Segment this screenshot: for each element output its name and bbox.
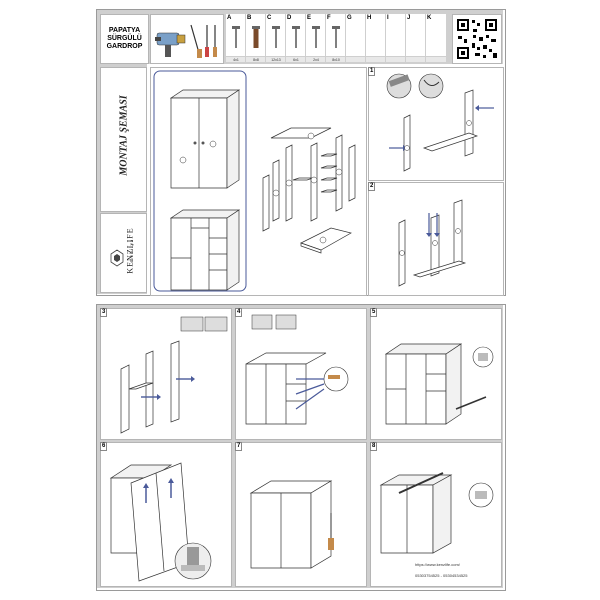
product-title: PAPATYA SÜRGÜLÜ GARDROP (100, 14, 149, 64)
part-letter: A (227, 15, 232, 21)
part-qty: 12x13 (271, 58, 281, 62)
sheet-bottom: 3 4 (96, 304, 506, 591)
step-4-label: 4 (235, 308, 243, 317)
part-qty: 4x1 (233, 58, 239, 62)
hardware-icon (426, 24, 446, 54)
step-5-label: 5 (370, 308, 378, 317)
part-qty: 2x4 (313, 58, 319, 62)
part-qty-bar (406, 56, 426, 62)
step-3-drawing (120, 316, 228, 434)
brand-box: KENZLIFE mobilya (100, 213, 147, 293)
step-8-panel: 8 (370, 442, 502, 587)
step-1-label: 1 (368, 67, 376, 76)
part-column-j: J (405, 14, 426, 62)
hardware-icon (312, 26, 320, 48)
part-column-f: F 8x10 (325, 14, 346, 62)
footer-phone: 05303754525 - 05304534525 (415, 573, 468, 578)
step-1-panel: 1 (368, 67, 504, 181)
sheet-top: PAPATYA SÜRGÜLÜ GARDROP A 4x1 B 8x8 C 12x13 D 6… (96, 9, 506, 296)
hardware-icon (366, 24, 386, 54)
part-letter: J (407, 15, 411, 21)
part-qty-bar (266, 56, 286, 62)
part-qty-bar (226, 56, 246, 62)
part-letter: E (307, 15, 312, 21)
step-8-label: 8 (370, 442, 378, 451)
qr-code (452, 14, 502, 64)
part-letter: I (387, 15, 389, 21)
part-qty-bar (386, 56, 406, 62)
hardware-icon (272, 26, 280, 48)
part-qty-bar (306, 56, 326, 62)
hardware-icon (346, 24, 366, 54)
step-2-label: 2 (368, 182, 376, 191)
hardware-icon (252, 26, 260, 48)
hardware-icon (406, 24, 426, 54)
part-column-a: A 4x1 (225, 14, 246, 62)
exploded-view (262, 127, 356, 254)
step-6-drawing (109, 462, 212, 582)
part-column-k: K (425, 14, 446, 62)
part-column-i: I (385, 14, 406, 62)
step-8-drawing (379, 472, 494, 554)
part-column-d: D 6x1 (285, 14, 306, 62)
part-qty: 8x8 (253, 58, 259, 62)
tools-box (150, 14, 224, 64)
part-column-c: C 12x13 (265, 14, 286, 62)
part-letter: H (367, 15, 372, 21)
step-6-panel: 6 (100, 442, 232, 587)
part-letter: C (267, 15, 272, 21)
step-5-panel: 5 (370, 308, 502, 440)
step-1-drawing (386, 73, 494, 172)
step-3-label: 3 (100, 308, 108, 317)
step-3-panel: 3 (100, 308, 232, 440)
part-qty: 8x10 (332, 58, 340, 62)
part-qty-bar (366, 56, 386, 62)
sidebar-title: MONTAJ ŞEMASI (118, 95, 130, 176)
part-column-h: H (365, 14, 386, 62)
step-6-label: 6 (100, 442, 108, 451)
overview-panel (150, 67, 367, 296)
part-qty-bar (426, 56, 446, 62)
part-qty-bar (346, 56, 366, 62)
step-2-panel: 2 (368, 182, 504, 296)
part-qty-bar (246, 56, 266, 62)
sidebar-title-box: MONTAJ ŞEMASI (100, 67, 147, 212)
step-4-panel: 4 (235, 308, 367, 440)
part-qty-bar (326, 56, 346, 62)
step-5-drawing (384, 343, 494, 425)
qr-graphic (457, 19, 497, 59)
hardware-icon (232, 26, 240, 48)
brand-sub: mobilya (130, 238, 136, 263)
brand-logo-icon (110, 249, 124, 267)
part-qty: 6x1 (293, 58, 299, 62)
step-2-drawing (398, 199, 467, 287)
hardware-icon (292, 26, 300, 48)
part-letter: D (287, 15, 292, 21)
hardware-icon (386, 24, 406, 54)
part-letter: B (247, 15, 252, 21)
hardware-icon (332, 26, 340, 48)
part-column-e: E 2x4 (305, 14, 326, 62)
step-7-drawing (249, 480, 334, 569)
part-letter: K (427, 15, 432, 21)
part-letter: G (347, 15, 352, 21)
overview-drawing (153, 70, 356, 292)
step-7-panel: 7 (235, 442, 367, 587)
step-7-label: 7 (235, 442, 243, 451)
tools-illustration (155, 24, 217, 58)
part-column-g: G (345, 14, 366, 62)
step-4-drawing (245, 314, 349, 425)
part-column-b: B 8x8 (245, 14, 266, 62)
footer-website[interactable]: https://www.kenzlife.com/ (415, 562, 460, 567)
part-qty-bar (286, 56, 306, 62)
part-letter: F (327, 15, 331, 21)
